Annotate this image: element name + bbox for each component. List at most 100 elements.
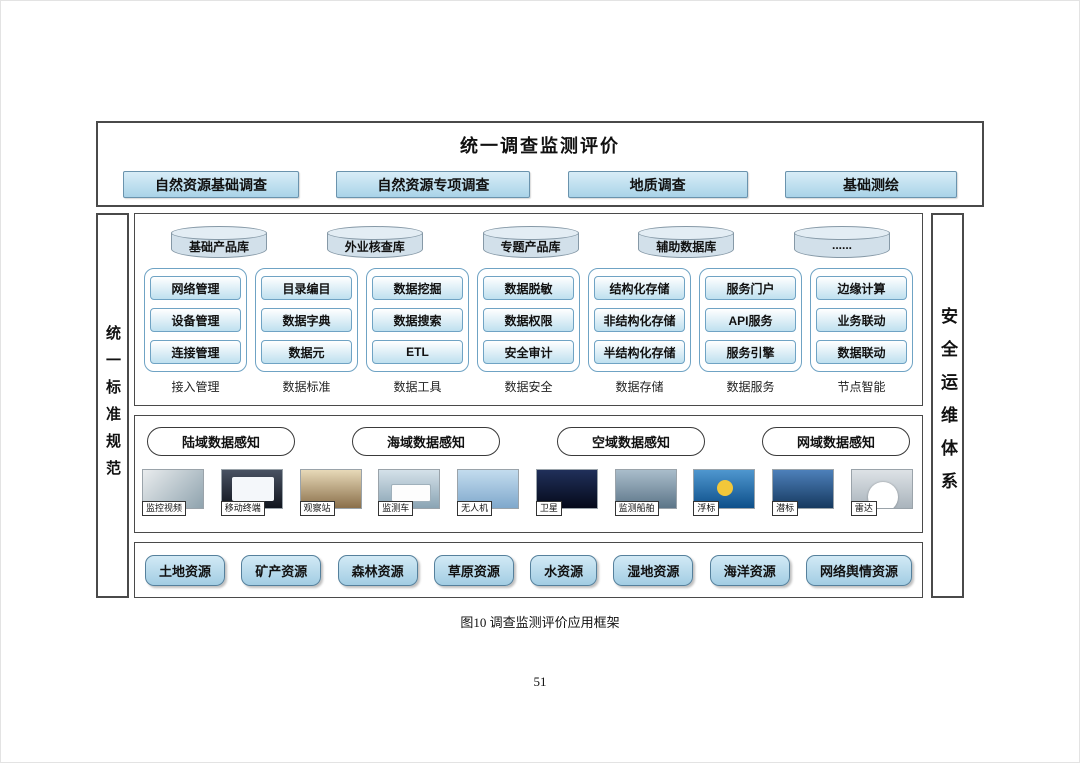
left-bar-label: 统一标准规范 [104,324,121,487]
platform-item: 连接管理 [150,340,241,364]
platform-section: 基础产品库 外业核查库 专题产品库 辅助数据库 ...... [134,213,923,406]
device-item: 监控视频 [142,469,206,516]
device-label: 无人机 [457,501,493,516]
device-label: 监测车 [378,501,414,516]
resource-mineral: 矿产资源 [241,554,322,586]
database-cylinder: ...... [794,226,890,258]
platform-item: 安全审计 [483,340,574,364]
resource-water: 水资源 [530,554,598,586]
resource-wetland: 湿地资源 [613,554,694,586]
survey-item-mapping: 基础测绘 [784,171,957,198]
device-item: 无人机 [457,469,521,516]
database-cylinder: 辅助数据库 [638,226,735,258]
platform-column-title: 数据标准 [282,380,331,394]
device-item: 浮标 [693,469,757,516]
platform-column-security: 数据脱敏 数据权限 安全审计 数据安全 [477,268,580,395]
device-item: 移动终端 [220,469,285,516]
device-label: 雷达 [850,501,877,516]
platform-item: 数据字典 [261,308,352,332]
platform-column-box: 数据脱敏 数据权限 安全审计 [477,268,580,372]
cylinder-top [794,226,890,240]
database-label: 专题产品库 [500,240,561,254]
resource-grassland: 草原资源 [433,554,514,586]
database-label: ...... [831,238,852,252]
resource-forest: 森林资源 [337,554,418,586]
platform-column-title: 接入管理 [171,380,220,394]
platform-item: 业务联动 [816,308,907,332]
sensing-group-air: 空域数据感知 [557,427,705,456]
figure-caption: 图10 调查监测评价应用框架 [460,615,620,630]
top-section: 统一调查监测评价 自然资源基础调查 自然资源专项调查 地质调查 基础测绘 [96,121,984,207]
platform-column-box: 网络管理 设备管理 连接管理 [144,268,247,372]
database-cylinder: 外业核查库 [326,226,423,258]
database-cylinder: 专题产品库 [482,226,579,258]
platform-item: 数据脱敏 [483,276,574,300]
cylinder-top [326,226,423,240]
device-label: 观察站 [299,501,335,516]
sensing-group-network: 网域数据感知 [762,427,910,456]
device-label: 监测船舶 [614,501,659,516]
platform-item: 数据联动 [816,340,907,364]
platform-column-tools: 数据挖掘 数据搜索 ETL 数据工具 [366,268,469,395]
platform-column-title: 节点智能 [837,380,886,394]
platform-item: ETL [372,340,463,364]
diagram-title: 统一调查监测评价 [460,136,620,156]
cylinder-top [171,226,267,240]
platform-column-standard: 目录编目 数据字典 数据元 数据标准 [255,268,358,395]
sensing-group-row: 陆域数据感知 海域数据感知 空域数据感知 网域数据感知 [135,427,922,456]
device-label: 浮标 [693,501,720,516]
platform-item: 服务引擎 [705,340,796,364]
device-label: 移动终端 [220,501,265,516]
platform-column-row: 网络管理 设备管理 连接管理 接入管理 目录编目 数据字典 数据元 数据标准 数… [135,268,922,395]
platform-item: 非结构化存储 [594,308,685,332]
platform-item: 数据权限 [483,308,574,332]
resource-land: 土地资源 [145,554,226,586]
platform-column-node: 边缘计算 业务联动 数据联动 节点智能 [810,268,913,395]
cylinder-top [482,226,579,240]
device-label: 卫星 [535,501,562,516]
device-item: 潜标 [772,469,836,516]
survey-item-special: 自然资源专项调查 [336,171,531,198]
left-standard-bar: 统一标准规范 [96,213,129,598]
page-number: 51 [533,674,547,689]
platform-column-storage: 结构化存储 非结构化存储 半结构化存储 数据存储 [588,268,691,395]
sensing-group-land: 陆域数据感知 [147,427,295,456]
platform-item: 网络管理 [150,276,241,300]
survey-item-basic: 自然资源基础调查 [123,171,299,198]
platform-column-access: 网络管理 设备管理 连接管理 接入管理 [144,268,247,395]
platform-column-box: 数据挖掘 数据搜索 ETL [366,268,469,372]
device-label: 潜标 [772,501,799,516]
platform-item: 半结构化存储 [594,340,685,364]
platform-item: 边缘计算 [816,276,907,300]
sensing-section: 陆域数据感知 海域数据感知 空域数据感知 网域数据感知 监控视频 移动终端 观察… [134,415,923,533]
resource-ocean: 海洋资源 [709,554,790,586]
database-label: 基础产品库 [188,240,249,254]
survey-item-geology: 地质调查 [567,171,748,198]
platform-column-box: 边缘计算 业务联动 数据联动 [810,268,913,372]
platform-item: 数据搜索 [372,308,463,332]
platform-column-title: 数据工具 [393,380,442,394]
database-label: 外业核查库 [344,240,405,254]
platform-item: 结构化存储 [594,276,685,300]
platform-column-title: 数据服务 [726,380,775,394]
platform-item: 服务门户 [705,276,796,300]
resource-network-opinion: 网络舆情资源 [805,554,912,586]
platform-item: 目录编目 [261,276,352,300]
platform-column-title: 数据存储 [615,380,664,394]
sensing-group-sea: 海域数据感知 [352,427,500,456]
platform-column-title: 数据安全 [504,380,553,394]
device-item: 卫星 [535,469,600,516]
platform-column-service: 服务门户 API服务 服务引擎 数据服务 [699,268,802,395]
survey-item-row: 自然资源基础调查 自然资源专项调查 地质调查 基础测绘 [98,171,982,198]
database-cylinder: 基础产品库 [171,226,267,258]
database-row: 基础产品库 外业核查库 专题产品库 辅助数据库 ...... [135,214,922,258]
database-label: 辅助数据库 [656,240,717,254]
device-label: 监控视频 [142,501,187,516]
cylinder-top [638,226,735,240]
platform-column-box: 目录编目 数据字典 数据元 [255,268,358,372]
platform-column-box: 服务门户 API服务 服务引擎 [699,268,802,372]
platform-item: 设备管理 [150,308,241,332]
device-item: 观察站 [299,469,364,516]
right-bar-label: 安全运维体系 [938,306,957,505]
